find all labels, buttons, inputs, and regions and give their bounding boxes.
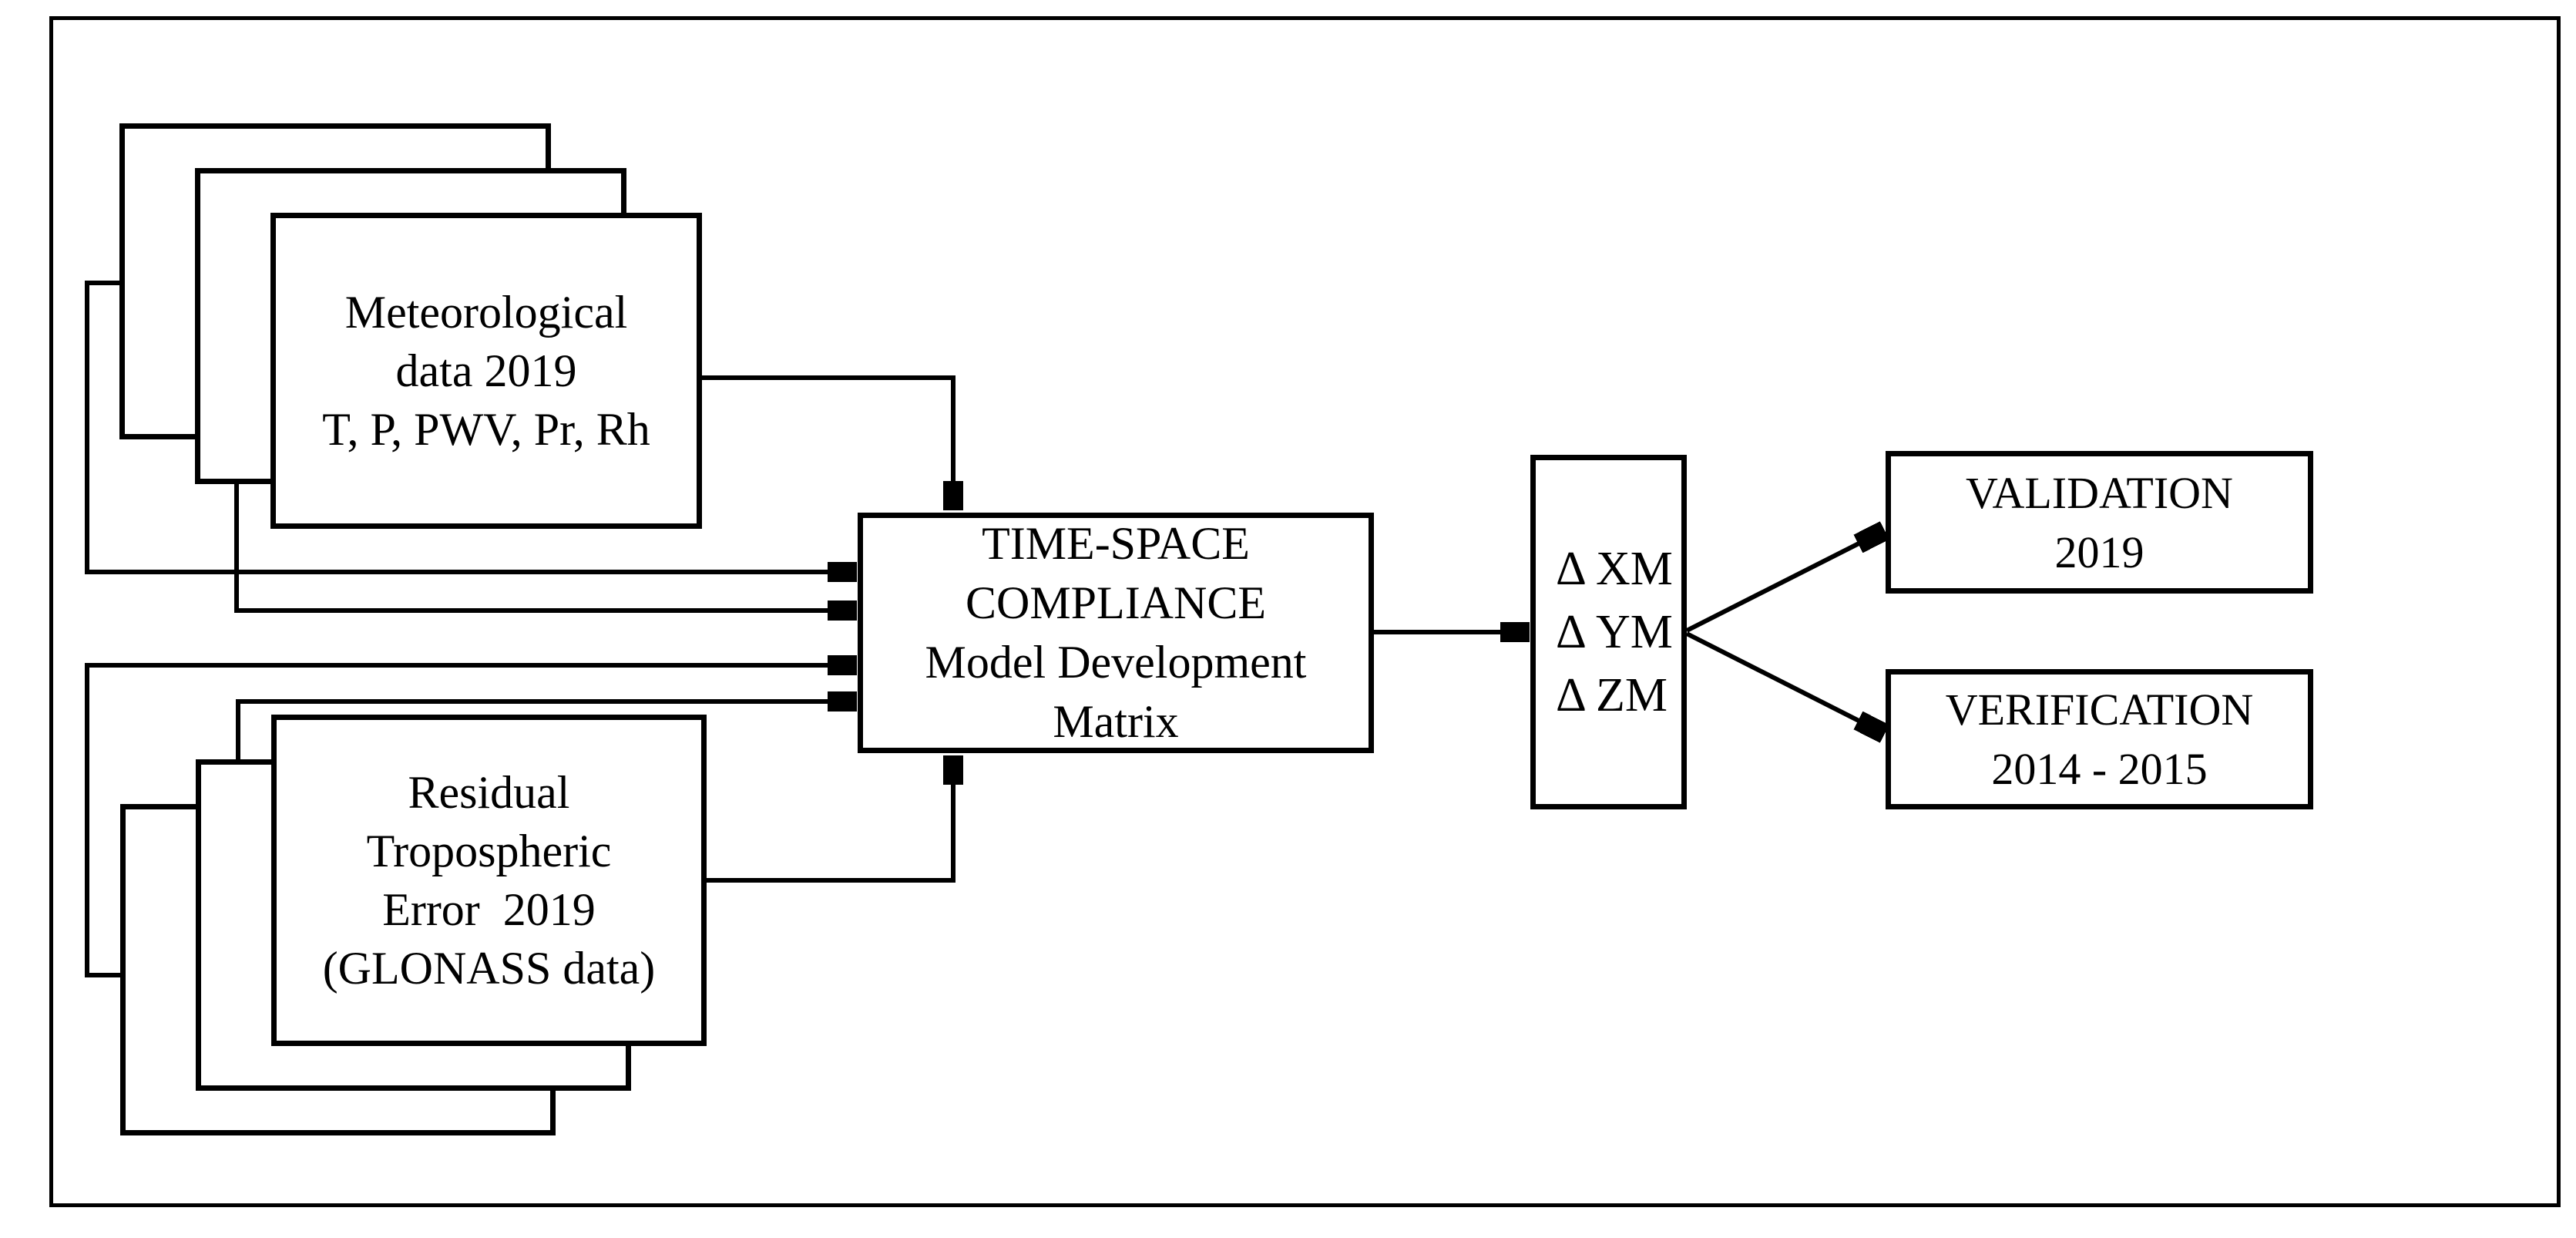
residual-label-line-1: Residual	[408, 767, 570, 818]
meteo-stack-label: Meteorological data 2019 T, P, PWV, Pr, …	[322, 283, 650, 459]
matrix-label-line-4: Matrix	[1053, 696, 1179, 747]
delta-ym-label: Δ YM	[1556, 606, 1673, 658]
delta-outputs-box: Δ XM Δ YM Δ ZM	[1530, 455, 1687, 809]
residual-label-line-2: Tropospheric	[366, 826, 612, 876]
verification-label: VERIFICATION 2014 - 2015	[1946, 680, 2254, 799]
matrix-label-line-3: Model Development	[925, 637, 1307, 688]
compliance-matrix-box: TIME-SPACE COMPLIANCE Model Development …	[858, 513, 1374, 753]
delta-zm-label: Δ ZM	[1556, 669, 1668, 722]
compliance-matrix-label: TIME-SPACE COMPLIANCE Model Development …	[925, 514, 1307, 752]
validation-label-line-1: VALIDATION	[1966, 467, 2233, 518]
residual-label-line-4: (GLONASS data)	[322, 943, 656, 994]
meteo-label-line-2: data 2019	[395, 345, 577, 396]
matrix-label-line-2: COMPLIANCE	[965, 577, 1266, 628]
meteo-label-line-3: T, P, PWV, Pr, Rh	[322, 404, 650, 455]
validation-label-line-2: 2019	[2054, 526, 2144, 577]
residual-stack-label: Residual Tropospheric Error 2019 (GLONAS…	[323, 763, 656, 997]
verification-label-line-1: VERIFICATION	[1945, 685, 2254, 735]
meteo-label-line-1: Meteorological	[344, 287, 628, 338]
residual-stack-front-box: Residual Tropospheric Error 2019 (GLONAS…	[271, 715, 707, 1046]
verification-label-line-2: 2014 - 2015	[1991, 744, 2208, 794]
residual-label-line-3: Error 2019	[382, 884, 596, 935]
delta-outputs-label: Δ XM Δ YM Δ ZM	[1536, 537, 1673, 727]
matrix-label-line-1: TIME-SPACE	[982, 518, 1250, 569]
validation-box: VALIDATION 2019	[1886, 451, 2313, 594]
meteo-stack-front-box: Meteorological data 2019 T, P, PWV, Pr, …	[270, 213, 702, 529]
verification-box: VERIFICATION 2014 - 2015	[1886, 669, 2313, 809]
delta-xm-label: Δ XM	[1556, 543, 1673, 595]
validation-label: VALIDATION 2019	[1966, 463, 2233, 582]
figure-border	[49, 16, 2561, 1207]
